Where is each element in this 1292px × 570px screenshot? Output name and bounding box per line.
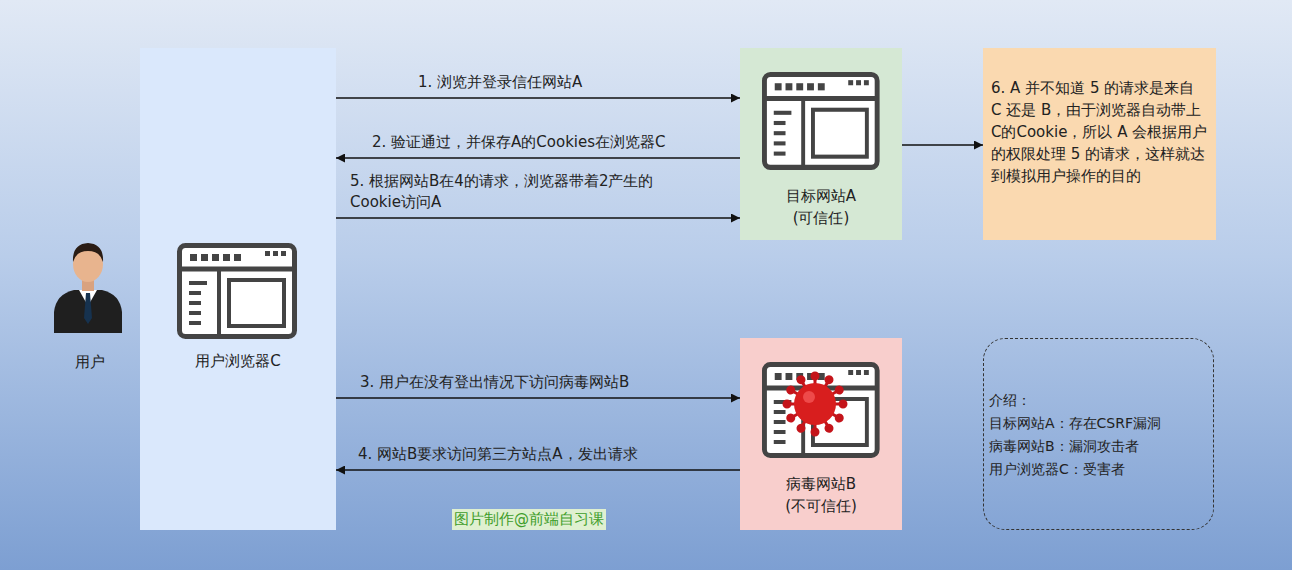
edge-label: 1. 浏览并登录信任网站A — [418, 72, 582, 93]
edge-label: 2. 验证通过，并保存A的Cookies在浏览器C — [372, 132, 666, 153]
intro-text: 病毒网站B：漏洞攻击者 — [989, 435, 1208, 458]
site-label: 病毒网站B (不可信任) — [761, 473, 881, 517]
browser-icon — [180, 246, 295, 337]
note-text: 6. A 并不知道 5 的请求是来自 C 还是 B，由于浏览器自动带上C的Coo… — [991, 77, 1208, 187]
actor-label: 用户 — [38, 352, 142, 372]
arrow-connector — [336, 469, 740, 471]
edge-label: 5. 根据网站B在4的请求，浏览器带着2产生的Cookie访问A — [350, 171, 660, 213]
panel-label: 用户浏览器C — [146, 351, 330, 371]
edge-label: 3. 用户在没有登出情况下访问病毒网站B — [360, 372, 629, 393]
arrow-connector — [336, 97, 740, 99]
browser-icon — [764, 365, 877, 456]
arrow-connector — [336, 157, 740, 159]
watermark: 图片制作@前端自习课 — [452, 509, 606, 530]
intro-text: 介绍： — [989, 389, 1208, 412]
arrow-connector — [902, 144, 983, 146]
browser-icon — [764, 75, 877, 168]
note-box: 6. A 并不知道 5 的请求是来自 C 还是 B，由于浏览器自动带上C的Coo… — [983, 48, 1216, 240]
site-label: 目标网站A (可信任) — [766, 185, 876, 229]
intro-text: 用户浏览器C：受害者 — [989, 458, 1208, 481]
edge-label: 4. 网站B要求访问第三方站点A，发出请求 — [358, 444, 638, 465]
virus-symbol — [784, 373, 846, 435]
arrow-connector — [336, 397, 740, 399]
user-figure — [54, 243, 122, 333]
intro-text: 目标网站A：存在CSRF漏洞 — [989, 412, 1208, 435]
arrow-connector — [336, 217, 740, 219]
intro-box: 介绍：目标网站A：存在CSRF漏洞病毒网站B：漏洞攻击者用户浏览器C：受害者 — [983, 338, 1214, 530]
